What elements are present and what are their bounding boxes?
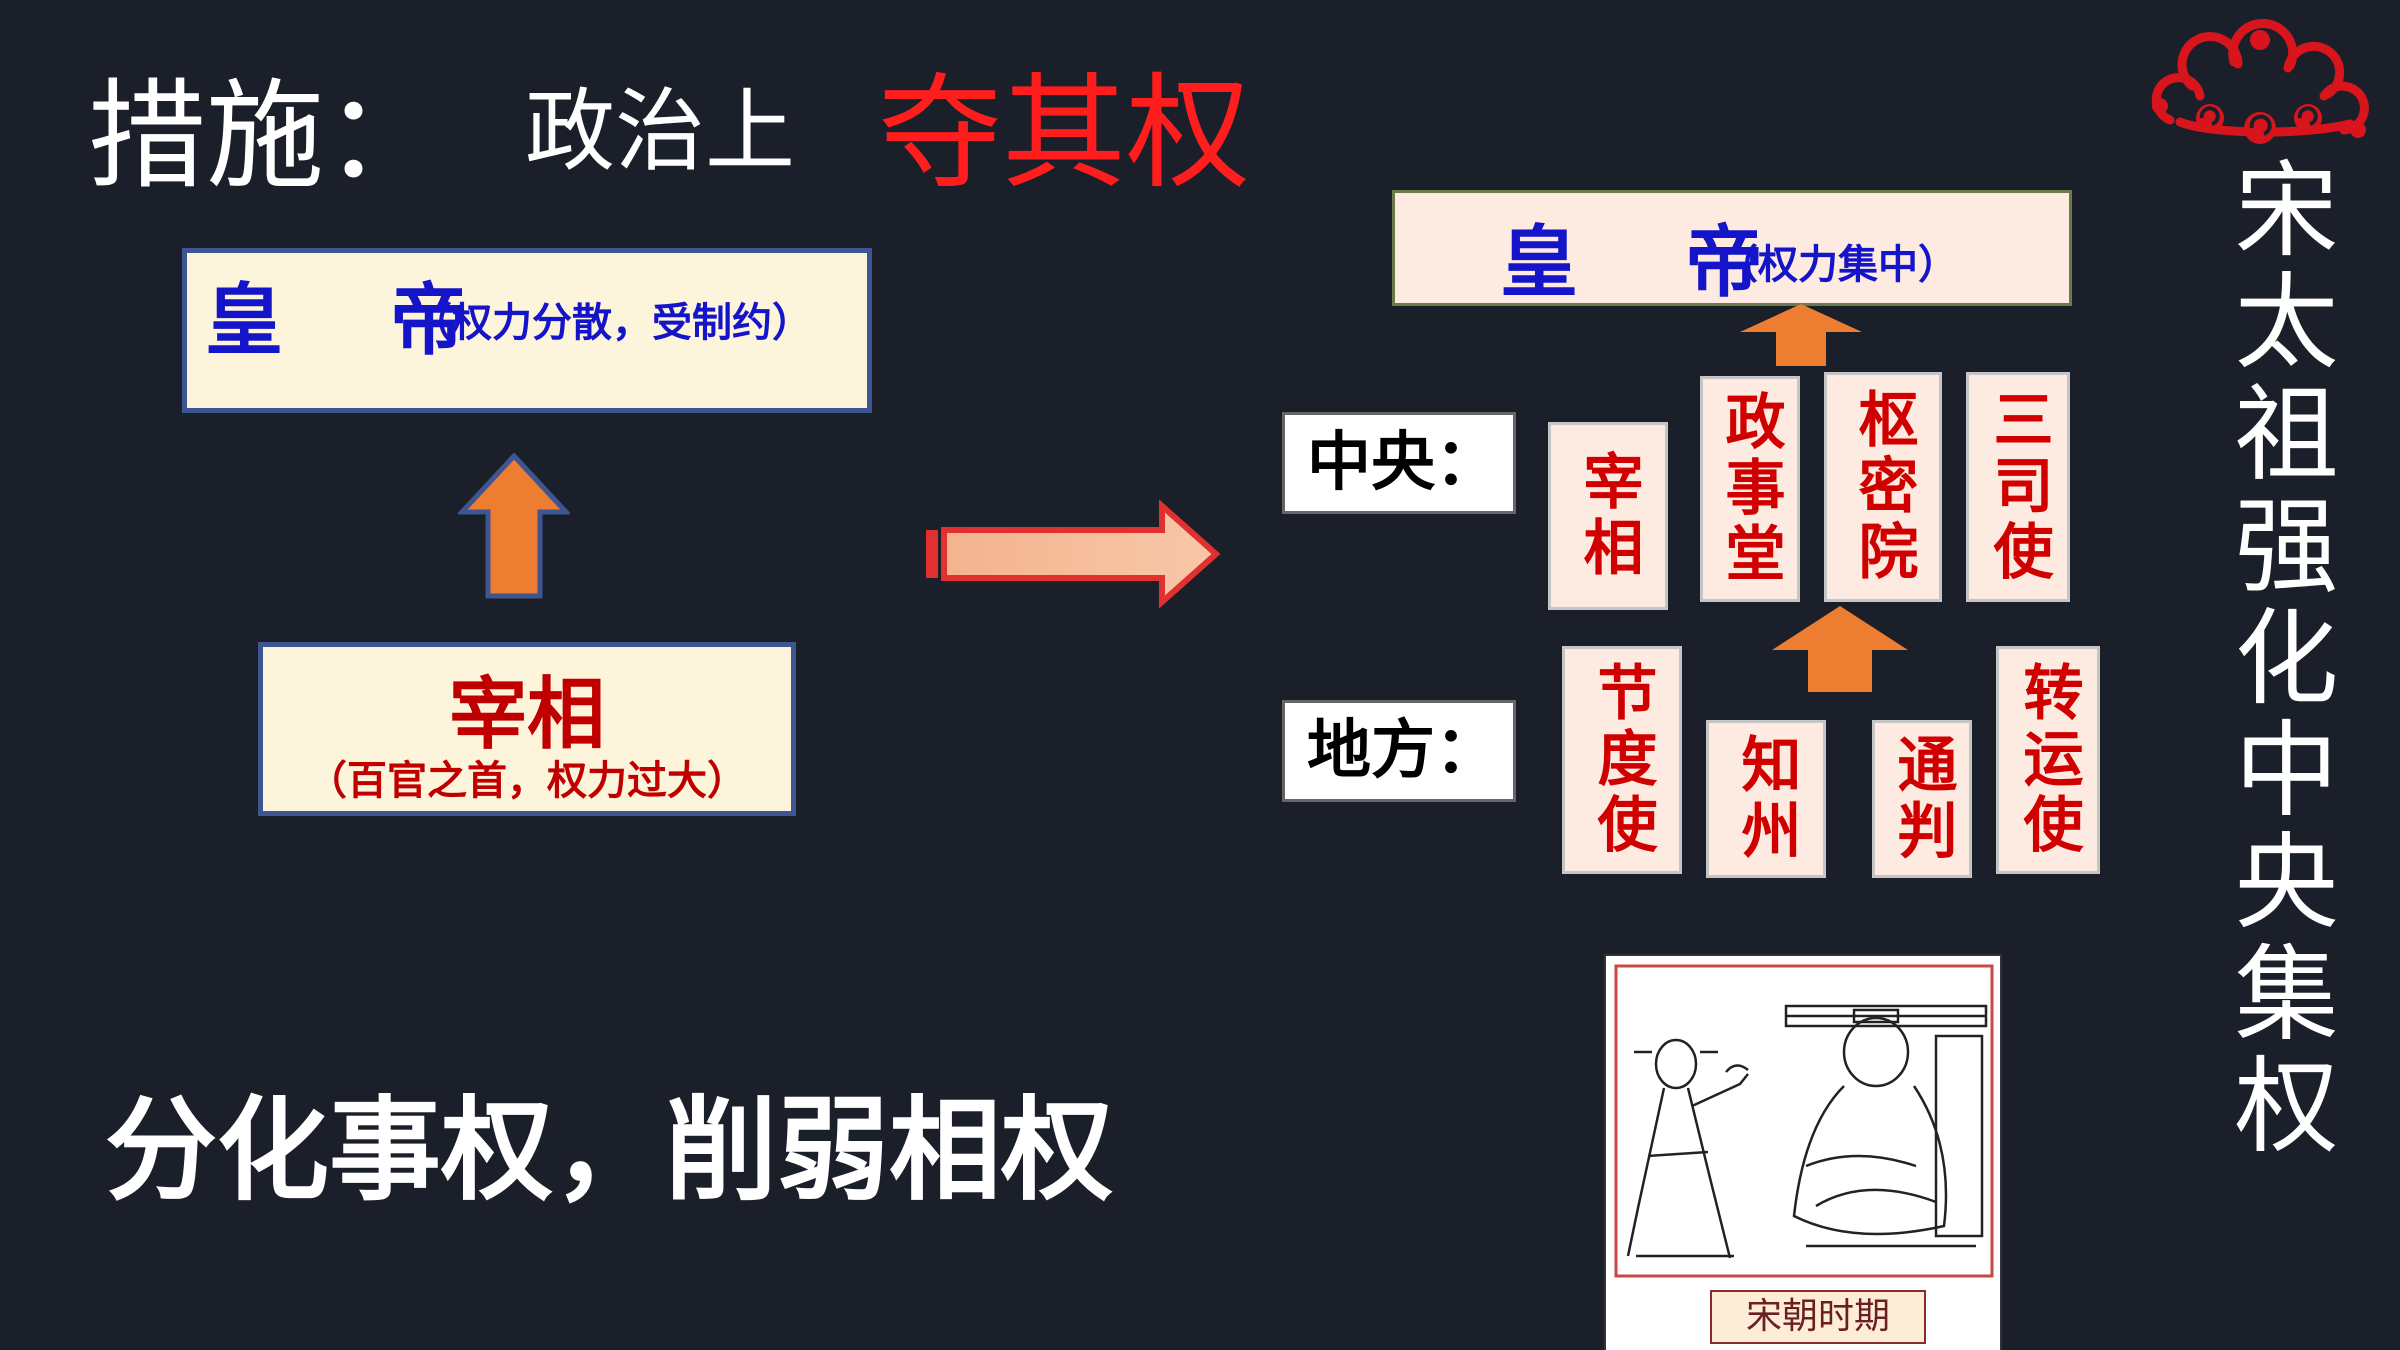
picture-caption: 宋朝时期 [1710, 1290, 1926, 1344]
auspicious-cloud-icon [2151, 19, 2369, 144]
office-box-sansishi: 三司使 [1966, 372, 2070, 602]
emperor-note-left: （权力分散，受制约） [412, 300, 812, 346]
office-label: 知州 [1731, 733, 1801, 865]
title-aspect: 政治上 [525, 79, 795, 184]
title-label: 措施： [88, 67, 443, 205]
office-box-tongpan: 通判 [1872, 720, 1972, 878]
right-arrow-icon [926, 500, 1221, 609]
chancellor-box [258, 642, 796, 816]
office-label: 三司使 [1983, 388, 2053, 586]
office-box-jiedushi: 节度使 [1562, 646, 1682, 874]
central-label: 中央： [1282, 412, 1516, 514]
emperor-box-left [182, 248, 872, 413]
office-box-zhizhou: 知州 [1706, 720, 1826, 878]
office-label: 政事堂 [1715, 390, 1785, 588]
side-title: 宋太祖强化中央集权 [2216, 155, 2338, 1163]
chancellor-label: 宰相 [448, 670, 605, 760]
up-arrow-icon [1740, 304, 1862, 366]
office-box-chancellor: 宰相 [1548, 422, 1668, 610]
office-label: 枢密院 [1848, 388, 1918, 586]
office-label: 宰相 [1573, 450, 1643, 582]
office-label: 转运使 [2013, 661, 2083, 859]
local-label: 地方： [1282, 700, 1516, 802]
office-label: 节度使 [1587, 661, 1657, 859]
office-box-zhengshitang: 政事堂 [1700, 376, 1800, 602]
slogan: 分化事权，削弱相权 [105, 1086, 1113, 1216]
emperor-label-left: 皇 帝 [205, 276, 509, 366]
chancellor-note: （百官之首，权力过大） [307, 758, 747, 804]
emperor-box-right [1392, 190, 2072, 306]
office-box-shumiyuan: 枢密院 [1824, 372, 1942, 602]
office-box-zhuanyunshi: 转运使 [1996, 646, 2100, 874]
emperor-note-right: （权力集中） [1718, 242, 1958, 288]
up-arrow-icon [1772, 606, 1908, 692]
song-court-illustration [1604, 954, 2002, 1350]
title-highlight: 夺其权 [878, 62, 1251, 206]
emperor-label-right: 皇 帝 [1500, 218, 1804, 308]
emperor-minister-sketch-icon [1614, 964, 1994, 1278]
up-arrow-icon [458, 452, 570, 599]
office-label: 通判 [1887, 733, 1957, 865]
